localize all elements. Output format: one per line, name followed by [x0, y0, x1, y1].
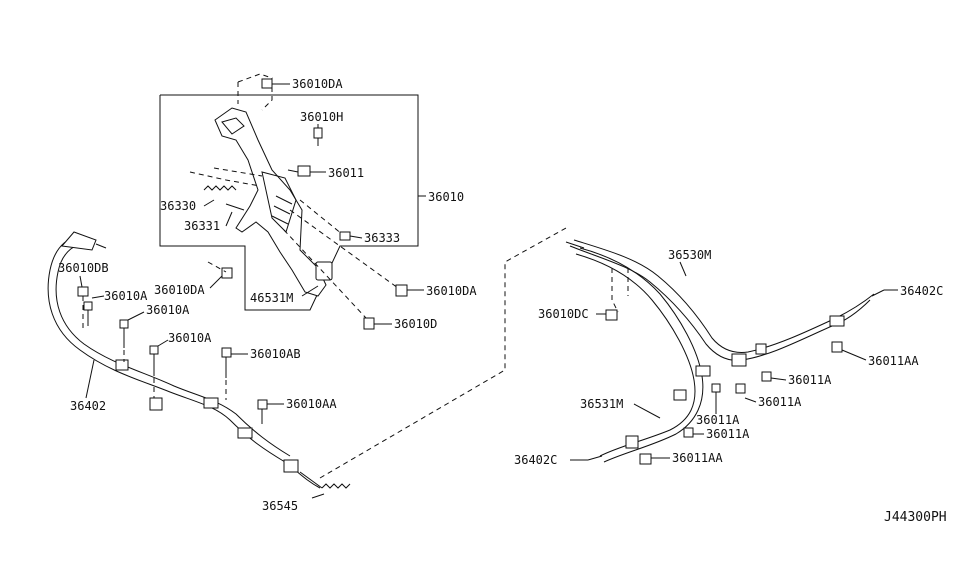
- leader-lines: [79, 83, 898, 499]
- bolt-36010A-1: [83, 301, 93, 311]
- label-36010: 36010: [428, 190, 464, 204]
- bracket-dashed-guide: [237, 73, 273, 111]
- rear-cable-assembly: [565, 239, 885, 465]
- pedal-ratchet: [261, 171, 297, 233]
- bolt-36010A-2: [119, 319, 129, 329]
- bolt-36010H: [313, 127, 323, 139]
- cable-bracket-1: [149, 397, 163, 411]
- part-labels: 36010DA 36010H 36011 36010 36330 36331 3…: [58, 77, 947, 525]
- bolt-36011A-2: [735, 383, 746, 394]
- label-36010DA-left: 36010DA: [154, 283, 205, 297]
- label-36011A-3: 36011A: [696, 413, 740, 427]
- cable-bracket-3: [237, 427, 253, 439]
- bolt-36011AA-right: [831, 341, 843, 353]
- nut-36010DC: [605, 309, 618, 321]
- label-36010DA-right: 36010DA: [426, 284, 477, 298]
- bolt-36010A-3: [149, 345, 159, 355]
- label-36010AB: 36010AB: [250, 347, 301, 361]
- pedal-assembly-frame: [159, 94, 419, 311]
- label-36402: 36402: [70, 399, 106, 413]
- rear-cable-bracket-left: [625, 435, 639, 449]
- rear-cable-bracket-center: [695, 365, 711, 377]
- rear-cable-bracket-right: [731, 353, 747, 367]
- diagram-code: J44300PH: [884, 510, 947, 525]
- bolt-36011A-3: [711, 383, 721, 393]
- front-to-rear-dashed-link: [319, 227, 567, 479]
- rear-cable-left-end: [587, 455, 603, 461]
- rear-cable-sleeve-right: [829, 315, 845, 327]
- bolt-36011A-4: [683, 427, 694, 438]
- stopper-dashed-guide: [299, 199, 343, 235]
- label-36011AA-bottom: 36011AA: [672, 451, 723, 465]
- label-36010DB: 36010DB: [58, 261, 109, 275]
- nut-right-dashed-guide: [289, 209, 399, 289]
- nut-36010DA-left: [221, 267, 233, 279]
- label-36010A-3: 36010A: [168, 331, 212, 345]
- label-36010AA: 36010AA: [286, 397, 337, 411]
- pedal-pad: [315, 261, 333, 281]
- rear-cable-left: [575, 253, 696, 457]
- pedal-ratchet-teeth: [271, 195, 293, 225]
- label-36331: 36331: [184, 219, 220, 233]
- pin: [225, 203, 245, 211]
- front-cable-assembly: [47, 231, 351, 489]
- switch-wire: [287, 169, 299, 173]
- nut-36010DA-top: [261, 78, 273, 89]
- nut-left-dashed-guide: [207, 261, 227, 273]
- label-36011: 36011: [328, 166, 364, 180]
- label-36010A-1: 36010A: [104, 289, 148, 303]
- bolt-36010AA: [257, 399, 268, 410]
- label-36010A-2: 36010A: [146, 303, 190, 317]
- bolt-36011AA-bottom: [639, 453, 652, 465]
- label-36011AA-right: 36011AA: [868, 354, 919, 368]
- nut-36010DC-guide: [611, 268, 619, 313]
- label-36010DA-top: 36010DA: [292, 77, 343, 91]
- switch: [297, 165, 311, 177]
- bolt-36010DB: [77, 286, 89, 297]
- pedal-assembly: [159, 73, 419, 330]
- cable-clip-1: [115, 359, 129, 371]
- label-36011A-4: 36011A: [706, 427, 750, 441]
- label-46531M: 46531M: [250, 291, 293, 305]
- label-36330: 36330: [160, 199, 196, 213]
- return-spring: [203, 185, 237, 191]
- nut-36010DA-right: [395, 284, 408, 297]
- label-36402C-right: 36402C: [900, 284, 943, 298]
- front-cable-end-rod: [95, 243, 107, 249]
- label-36011A-1: 36011A: [788, 373, 832, 387]
- front-cable: [47, 236, 321, 489]
- equalizer: [283, 459, 299, 473]
- bolt-36011A-1: [761, 371, 772, 382]
- spring-dashed-guide: [189, 171, 261, 187]
- nut-36010D-dashed-guide: [283, 229, 367, 319]
- nut-36010D: [363, 317, 375, 330]
- label-36402C-left: 36402C: [514, 453, 557, 467]
- adjuster-link: [299, 471, 323, 489]
- label-36010D: 36010D: [394, 317, 437, 331]
- label-36011A-2: 36011A: [758, 395, 802, 409]
- rear-cable-right-end: [871, 289, 885, 297]
- rear-cable-front-end: [565, 241, 585, 249]
- rear-cable-clip-left: [673, 389, 687, 401]
- front-cable-end: [61, 231, 97, 251]
- label-36010H: 36010H: [300, 110, 343, 124]
- adjuster-rod: [321, 483, 351, 489]
- rear-cable-clip-right: [755, 343, 767, 355]
- label-36531M: 36531M: [580, 397, 623, 411]
- pedal-bracket-hole: [221, 117, 245, 135]
- rear-cable-right-parallel: [573, 239, 875, 353]
- label-36530M: 36530M: [668, 248, 711, 262]
- label-36010DC: 36010DC: [538, 307, 589, 321]
- rear-cable-right: [569, 245, 871, 361]
- stopper: [339, 231, 351, 241]
- label-36333: 36333: [364, 231, 400, 245]
- label-36545: 36545: [262, 499, 298, 513]
- spring-dashed-guide-2: [213, 167, 263, 177]
- bolt-36010AB: [221, 347, 232, 358]
- cable-bracket-2: [203, 397, 219, 409]
